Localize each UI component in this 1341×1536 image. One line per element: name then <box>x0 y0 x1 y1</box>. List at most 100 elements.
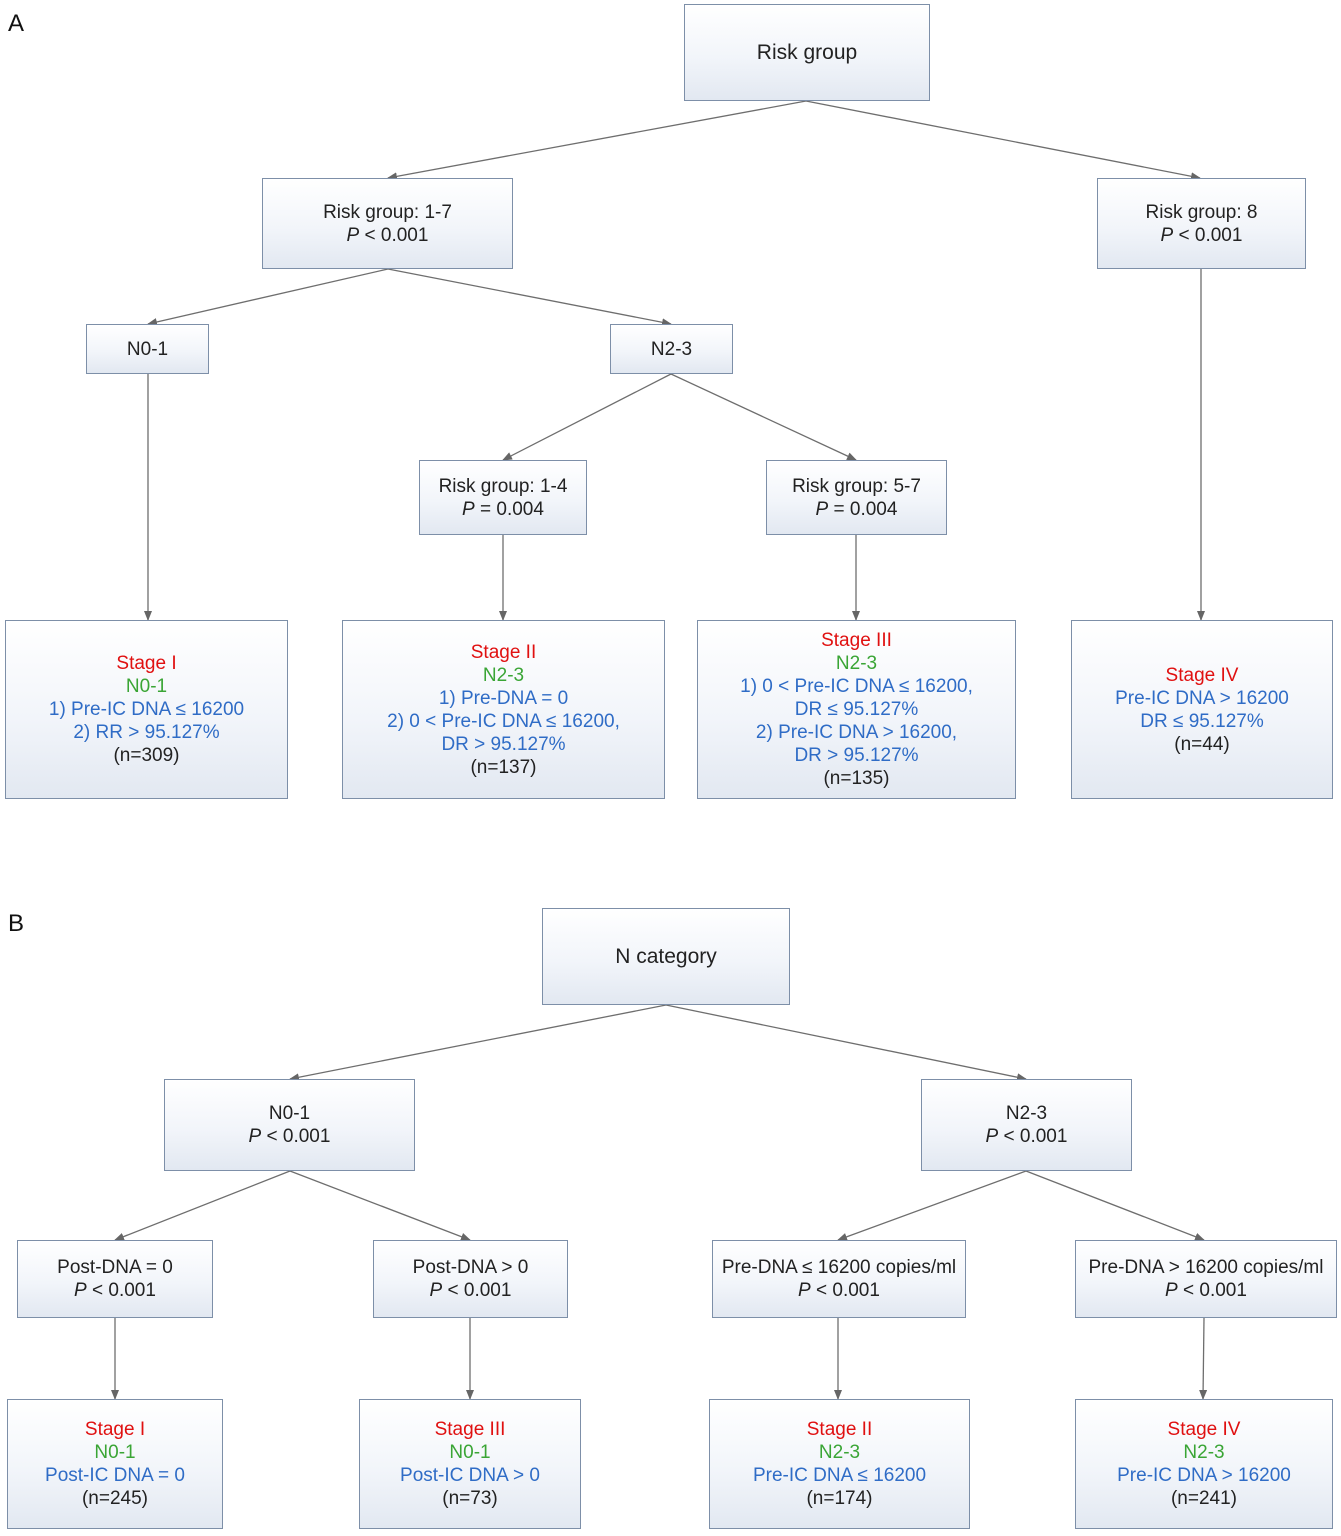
count: (n=135) <box>823 768 890 789</box>
n-category: N0-1 <box>94 1442 136 1463</box>
n-category: N0-1 <box>125 676 168 697</box>
p-symbol: P <box>346 224 360 246</box>
criterion-line: Post-IC DNA = 0 <box>45 1465 185 1486</box>
criterion-line: Post-IC DNA > 0 <box>400 1465 540 1486</box>
n-category: N2-3 <box>1183 1442 1225 1463</box>
node-a-risk-1-7: Risk group: 1-7 P < 0.001 <box>262 178 513 269</box>
p-value: < 0.001 <box>442 1280 512 1301</box>
criterion-line: Pre-IC DNA > 16200 <box>1115 687 1289 709</box>
edge-b-root-left <box>289 1004 667 1082</box>
n-category: N2-3 <box>835 653 878 674</box>
stage-label: Stage II <box>470 641 537 663</box>
edge-b-left-postpos <box>289 1170 471 1241</box>
edge-a-root-left <box>387 100 807 181</box>
node-b-root-text: N category <box>615 945 717 968</box>
edge-b-prehi-stage4 <box>1199 1317 1208 1400</box>
criterion-line: DR > 95.127% <box>441 733 566 755</box>
p-symbol: P <box>74 1280 87 1301</box>
p-symbol: P <box>798 1280 811 1301</box>
n-category: N2-3 <box>818 1442 861 1463</box>
stage-label: Stage I <box>84 1419 146 1440</box>
count: (n=245) <box>81 1488 149 1509</box>
node-title: Risk group: 1-7 <box>323 201 452 223</box>
p-symbol: P <box>1165 1280 1178 1301</box>
node-b-stage-1: Stage I N0-1 Post-IC DNA = 0 (n=245) <box>7 1399 223 1529</box>
p-symbol: P <box>462 498 475 520</box>
node-a-root-text: Risk group <box>756 41 858 64</box>
criterion-line: Pre-IC DNA ≤ 16200 <box>752 1465 927 1486</box>
edge-a-n23-rg14 <box>502 373 672 461</box>
node-b-stage-4: Stage IV N2-3 Pre-IC DNA > 16200 (n=241) <box>1075 1399 1333 1529</box>
n-category: N0-1 <box>449 1442 491 1463</box>
edge-a-left-n23 <box>387 268 672 327</box>
node-b-stage-3: Stage III N0-1 Post-IC DNA > 0 (n=73) <box>359 1399 581 1529</box>
node-b-n23: N2-3 P < 0.001 <box>921 1079 1132 1171</box>
criterion-line: Pre-IC DNA > 16200 <box>1117 1465 1291 1486</box>
stage-label: Stage I <box>116 653 177 674</box>
stage-label: Stage IV <box>1165 664 1239 686</box>
stage-label: Stage II <box>806 1419 873 1440</box>
criterion-line: 2) 0 < Pre-IC DNA ≤ 16200, <box>387 710 620 732</box>
panel-a-label: A <box>8 10 25 37</box>
node-b-post-dna-0: Post-DNA = 0 P < 0.001 <box>17 1240 213 1318</box>
node-title: N2-3 <box>1005 1103 1048 1124</box>
count: (n=174) <box>806 1488 873 1509</box>
p-value: = 0.004 <box>828 498 898 520</box>
count: (n=73) <box>442 1488 498 1509</box>
edge-a-left-n01 <box>147 268 389 326</box>
stage-label: Stage III <box>821 630 892 651</box>
criterion-line: 1) Pre-DNA = 0 <box>438 687 569 709</box>
node-b-n01: N0-1 P < 0.001 <box>164 1079 415 1171</box>
p-value: < 0.001 <box>86 1280 156 1301</box>
count: (n=241) <box>1170 1488 1238 1509</box>
node-title: Risk group: 8 <box>1145 201 1258 223</box>
count: (n=137) <box>470 756 537 778</box>
node-b-root: N category <box>542 908 790 1005</box>
node-a-root: Risk group <box>684 4 930 101</box>
node-a-stage-3: Stage III N2-3 1) 0 < Pre-IC DNA ≤ 16200… <box>697 620 1016 799</box>
node-title: Post-DNA > 0 <box>412 1257 529 1278</box>
node-b-post-dna-pos: Post-DNA > 0 P < 0.001 <box>373 1240 568 1318</box>
node-title: N2-3 <box>650 338 693 360</box>
p-value: < 0.001 <box>261 1126 331 1147</box>
p-symbol: P <box>1160 224 1174 246</box>
p-symbol: P <box>248 1126 262 1147</box>
criterion-line: 2) Pre-IC DNA > 16200, <box>755 722 958 743</box>
edge-b-root-right <box>665 1004 1027 1082</box>
node-a-stage-4: Stage IV Pre-IC DNA > 16200 DR ≤ 95.127%… <box>1071 620 1333 799</box>
node-title: Risk group: 1-4 <box>438 475 568 497</box>
count: (n=44) <box>1174 733 1230 755</box>
edge-a-root-right <box>805 100 1201 181</box>
node-title: N0-1 <box>268 1103 311 1124</box>
edge-b-right-prehi <box>1025 1170 1205 1241</box>
p-symbol: P <box>429 1280 443 1301</box>
n-category: N2-3 <box>482 664 525 686</box>
panel-b-label: B <box>8 910 25 937</box>
node-title: N0-1 <box>126 338 169 360</box>
criterion-line: 1) Pre-IC DNA ≤ 16200 <box>48 699 245 720</box>
p-value: < 0.001 <box>810 1280 880 1301</box>
p-value: < 0.001 <box>1173 224 1243 246</box>
criterion-line: DR ≤ 95.127% <box>1140 710 1264 732</box>
node-title: Pre-DNA > 16200 copies/ml <box>1088 1257 1324 1278</box>
p-symbol: P <box>985 1126 999 1147</box>
node-title: Pre-DNA ≤ 16200 copies/ml <box>721 1257 957 1278</box>
node-a-n01: N0-1 <box>86 324 209 374</box>
criterion-line: 1) 0 < Pre-IC DNA ≤ 16200, <box>740 676 973 697</box>
node-b-stage-2: Stage II N2-3 Pre-IC DNA ≤ 16200 (n=174) <box>709 1399 970 1529</box>
p-value: = 0.004 <box>474 498 544 520</box>
node-a-n23: N2-3 <box>610 324 733 374</box>
stage-label: Stage III <box>434 1419 506 1440</box>
node-a-risk-8: Risk group: 8 P < 0.001 <box>1097 178 1306 269</box>
edge-b-right-prelo <box>837 1170 1027 1241</box>
p-symbol: P <box>815 498 829 520</box>
node-a-risk-5-7: Risk group: 5-7 P = 0.004 <box>766 460 947 535</box>
node-a-risk-1-4: Risk group: 1-4 P = 0.004 <box>419 460 587 535</box>
node-a-stage-2: Stage II N2-3 1) Pre-DNA = 0 2) 0 < Pre-… <box>342 620 665 799</box>
edge-a-n23-rg57 <box>670 373 857 461</box>
count: (n=309) <box>113 745 180 766</box>
criterion-line: DR ≤ 95.127% <box>794 699 919 720</box>
node-a-stage-1: Stage I N0-1 1) Pre-IC DNA ≤ 16200 2) RR… <box>5 620 288 799</box>
p-value: < 0.001 <box>359 224 429 246</box>
